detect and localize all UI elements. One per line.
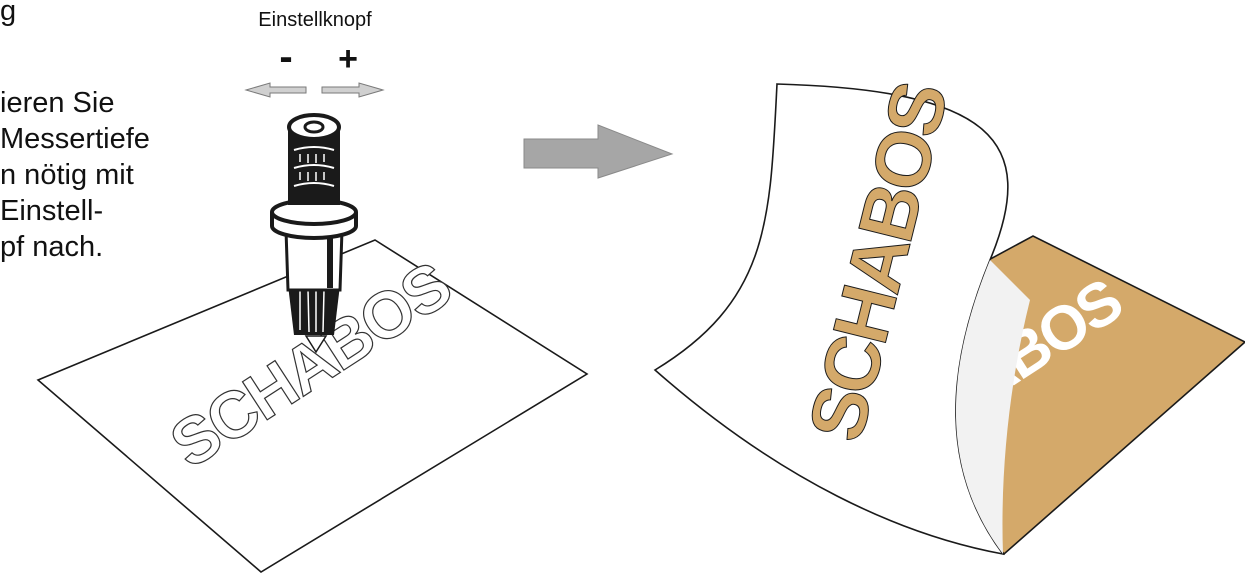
transition-arrow-icon: [523, 124, 674, 179]
instruction-line-4: n nötig mit: [0, 159, 134, 191]
knife-holder-icon: [270, 113, 358, 354]
sheet-fold-shade: [955, 260, 1030, 554]
knob-label: Einstellknopf: [258, 9, 372, 31]
plus-sign: +: [338, 40, 358, 78]
minus-sign: -: [279, 35, 292, 79]
instruction-text: g ieren Sie Messertiefe n nötig mit Eins…: [0, 0, 240, 300]
stencil-sheet-left: [36, 239, 589, 573]
left-arrow-icon: [244, 82, 307, 98]
instruction-line-2: ieren Sie: [0, 87, 115, 119]
instruction-line-5: Einstell-: [0, 195, 104, 227]
peeling-stencil-sheet: [653, 83, 1009, 556]
right-arrow-icon: [321, 82, 385, 98]
instruction-line-1: g: [0, 0, 17, 27]
instruction-line-3: Messertiefe: [0, 123, 150, 155]
instruction-line-6: pf nach.: [0, 231, 104, 263]
